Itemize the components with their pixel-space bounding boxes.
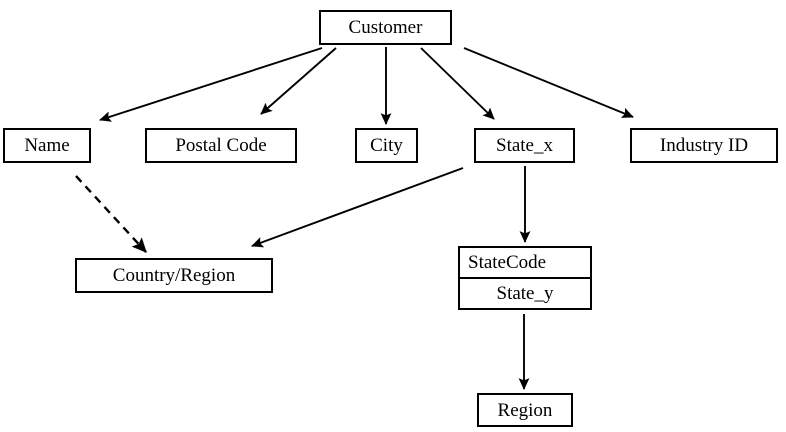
table-row-label: State_y <box>496 283 554 304</box>
edge-customer-to-name <box>99 47 323 122</box>
node-label: Customer <box>348 17 423 38</box>
table-row[interactable]: StateCode <box>460 248 590 279</box>
node-state_x[interactable]: State_x <box>474 128 575 163</box>
node-name[interactable]: Name <box>3 128 91 163</box>
node-label: State_x <box>496 135 553 156</box>
node-region[interactable]: Region <box>477 393 573 427</box>
edge-customer-to-postal-code <box>260 47 337 115</box>
node-label: Industry ID <box>659 135 749 156</box>
edges-group <box>75 47 634 390</box>
node-label: City <box>370 135 403 156</box>
node-postal_code[interactable]: Postal Code <box>145 128 297 163</box>
node-country_region[interactable]: Country/Region <box>75 258 273 293</box>
node-label: Country/Region <box>112 265 236 286</box>
table-row[interactable]: State_y <box>460 279 590 308</box>
edge-name-to-country-region <box>75 175 147 253</box>
node-label: Name <box>24 135 70 156</box>
node-customer[interactable]: Customer <box>319 10 452 45</box>
node-label: Postal Code <box>175 135 267 156</box>
node-industry_id[interactable]: Industry ID <box>630 128 778 163</box>
edge-customer-to-state-x <box>420 47 495 120</box>
table-row-label: StateCode <box>468 252 547 273</box>
edge-customer-to-industry-id <box>463 47 634 118</box>
node-city[interactable]: City <box>355 128 418 163</box>
node-label: Region <box>497 399 553 421</box>
edge-state-x-to-country-region <box>251 167 464 248</box>
